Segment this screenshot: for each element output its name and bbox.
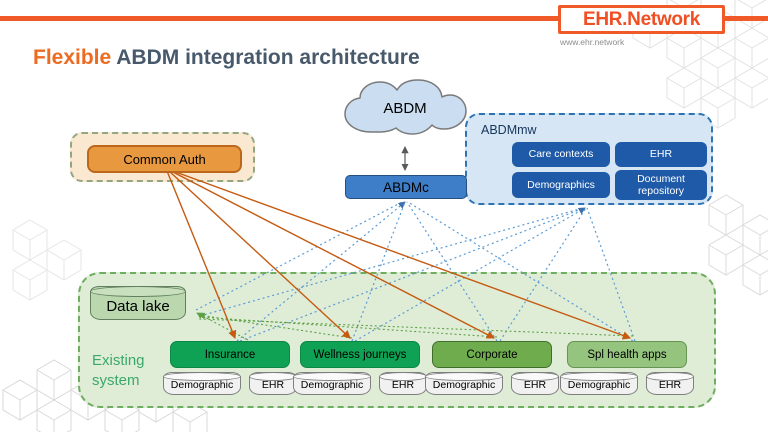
abdmc-node: ABDMc	[345, 175, 467, 199]
common-auth-container: Common Auth	[70, 132, 255, 182]
abdmmw-container: ABDMmw Care contexts EHR Demographics Do…	[465, 113, 713, 205]
store-row: Demographic EHR	[162, 371, 298, 395]
store-demographic-cylinder: Demographic	[559, 371, 639, 395]
module-document-repository: Document repository	[615, 170, 707, 200]
cloud-icon	[344, 79, 467, 135]
existing-system-label: Existing system	[92, 352, 145, 389]
store-ehr-cylinder: EHR	[378, 371, 428, 395]
app-group-wellness-journeys: Wellness journeys Demographic EHR	[292, 341, 428, 395]
store-ehr-cylinder: EHR	[510, 371, 560, 395]
store-row: Demographic EHR	[424, 371, 560, 395]
store-ehr-cylinder: EHR	[645, 371, 695, 395]
page-title: Flexible ABDM integration architecture	[33, 46, 420, 70]
accent-top-line	[0, 16, 768, 21]
abdm-cloud-node: ABDM	[338, 78, 472, 142]
store-row: Demographic EHR	[559, 371, 695, 395]
store-demographic-cylinder: Demographic	[424, 371, 504, 395]
app-box-insurance: Insurance	[170, 341, 290, 368]
store-row: Demographic EHR	[292, 371, 428, 395]
page-title-rest: ABDM integration architecture	[116, 46, 420, 69]
data-lake-cylinder: Data lake	[89, 285, 187, 320]
store-demographic-cylinder: Demographic	[162, 371, 242, 395]
module-ehr: EHR	[615, 142, 707, 167]
store-demographic-cylinder: Demographic	[292, 371, 372, 395]
common-auth-node: Common Auth	[87, 145, 242, 173]
store-ehr-cylinder: EHR	[248, 371, 298, 395]
app-group-insurance: Insurance Demographic EHR	[162, 341, 298, 395]
app-group-corporate: Corporate Demographic EHR	[424, 341, 560, 395]
brand-url: www.ehr.network	[560, 37, 625, 47]
abdmmw-label: ABDMmw	[481, 123, 537, 137]
app-box-corporate: Corporate	[432, 341, 552, 368]
module-care-contexts: Care contexts	[512, 142, 610, 167]
abdm-cloud-label: ABDM	[383, 100, 427, 117]
app-group-spl-health-apps: Spl health apps Demographic EHR	[559, 341, 695, 395]
brand-logo: EHR.Network	[558, 5, 725, 34]
brand-logo-text: EHR.Network	[582, 8, 701, 30]
page-title-highlight: Flexible	[33, 46, 112, 69]
app-box-spl-health-apps: Spl health apps	[567, 341, 687, 368]
app-box-wellness-journeys: Wellness journeys	[300, 341, 420, 368]
module-demographics: Demographics	[512, 172, 610, 198]
